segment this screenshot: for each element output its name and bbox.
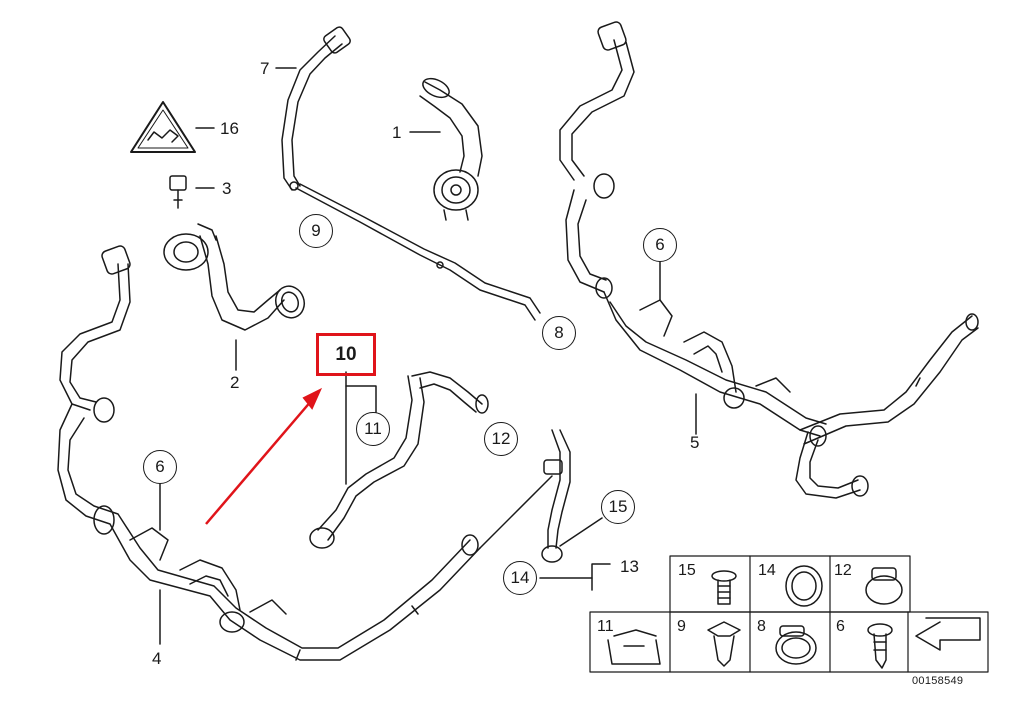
hose-11 <box>309 371 489 549</box>
table-label-6: 6 <box>836 618 845 635</box>
label-4: 4 <box>152 649 162 668</box>
callout-9: 9 <box>299 214 333 248</box>
callout-8: 8 <box>542 316 576 350</box>
label-16: 16 <box>220 119 239 138</box>
table-label-14: 14 <box>758 562 776 579</box>
hose-clip-icon <box>775 625 817 665</box>
bolt-icon <box>711 570 737 605</box>
sensor-3 <box>169 175 187 209</box>
hose-1 <box>419 77 483 221</box>
highlight-callout-10: 10 <box>316 333 376 376</box>
table-label-9: 9 <box>677 618 686 635</box>
parts-table-grid <box>589 555 989 673</box>
hose-7-line <box>281 26 541 321</box>
label-1: 1 <box>392 123 402 142</box>
leader-lines <box>159 67 441 531</box>
rivet-icon <box>707 621 741 667</box>
callout-11: 11 <box>356 412 390 446</box>
callout-6-right: 6 <box>643 228 677 262</box>
label-13: 13 <box>620 557 639 576</box>
label-2: 2 <box>230 373 240 392</box>
table-label-15: 15 <box>678 562 696 579</box>
hose-5 <box>559 21 979 499</box>
o-ring-icon <box>785 565 823 607</box>
clip-icon <box>607 629 661 665</box>
table-label-8: 8 <box>757 618 766 635</box>
label-5: 5 <box>690 433 700 452</box>
hose-2 <box>163 223 305 371</box>
label-7: 7 <box>260 59 270 78</box>
hose-13 <box>479 429 611 591</box>
callout-12: 12 <box>484 422 518 456</box>
label-3: 3 <box>222 179 232 198</box>
highlight-arrow-icon <box>205 387 323 525</box>
callout-14: 14 <box>503 561 537 595</box>
clamp-icon <box>865 567 903 605</box>
table-label-12: 12 <box>834 562 852 579</box>
return-arrow-icon <box>915 617 981 651</box>
diagram-reference-number: 00158549 <box>912 675 964 687</box>
hose-4 <box>57 245 481 661</box>
screw-icon <box>867 623 893 669</box>
warning-triangle-icon <box>130 101 196 153</box>
table-label-11: 11 <box>597 618 614 635</box>
callout-6-left: 6 <box>143 450 177 484</box>
callout-15: 15 <box>601 490 635 524</box>
